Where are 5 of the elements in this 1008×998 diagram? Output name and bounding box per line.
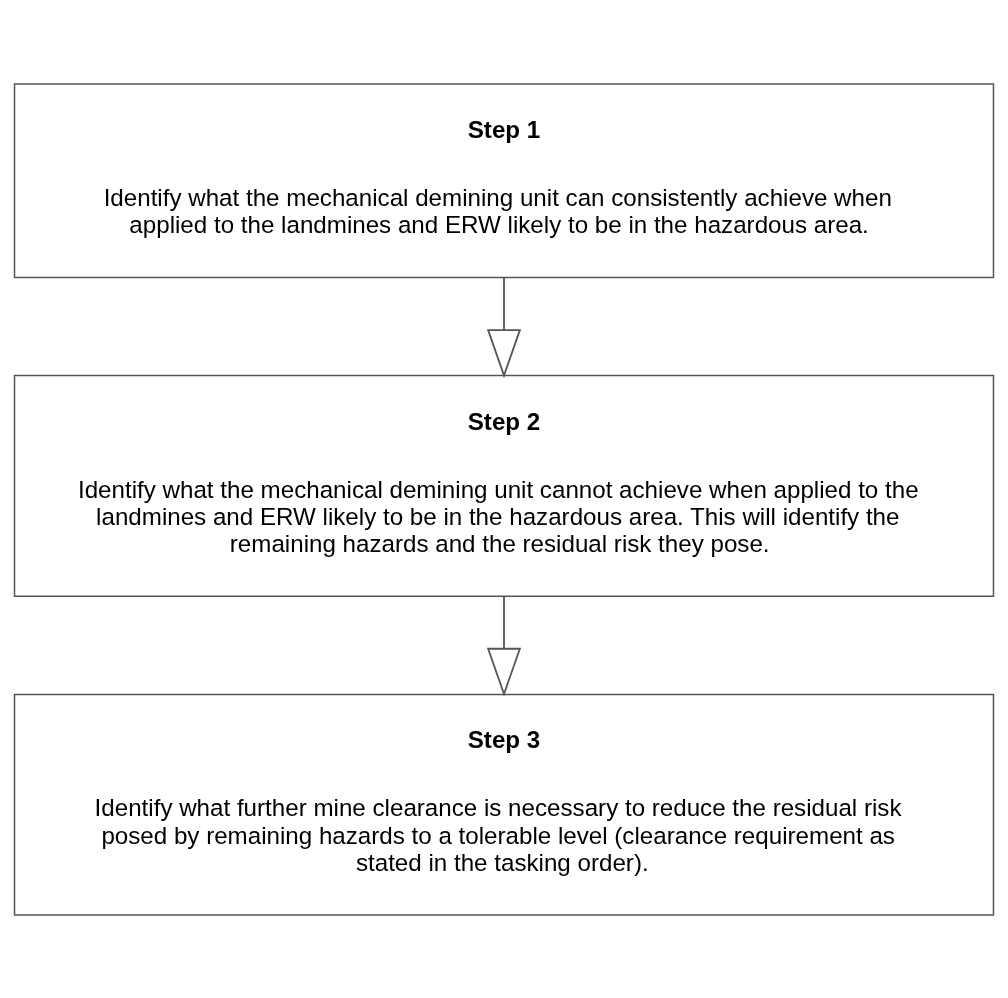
node-box: Step 1 Identify what the mechanical demining unit can consistently achieve when applied to the landmines and ERW likely to be in the hazardous area. bbox=[13, 82, 995, 278]
arrow bbox=[486, 595, 522, 697]
node-box: Step 2 Identify what the mechanical demining unit cannot achieve when applied to the landmines and ERW likely to be in the hazardous area. This will identify the remaining hazards and the residual risk they pose. bbox=[13, 374, 995, 597]
node-box: Step 3 Identify what further mine clearance is necessary to reduce the residual risk posed by remaining hazards to a tolerable level (clearance requirement as stated in the tasking order). bbox=[13, 693, 995, 916]
arrow bbox=[486, 276, 522, 378]
